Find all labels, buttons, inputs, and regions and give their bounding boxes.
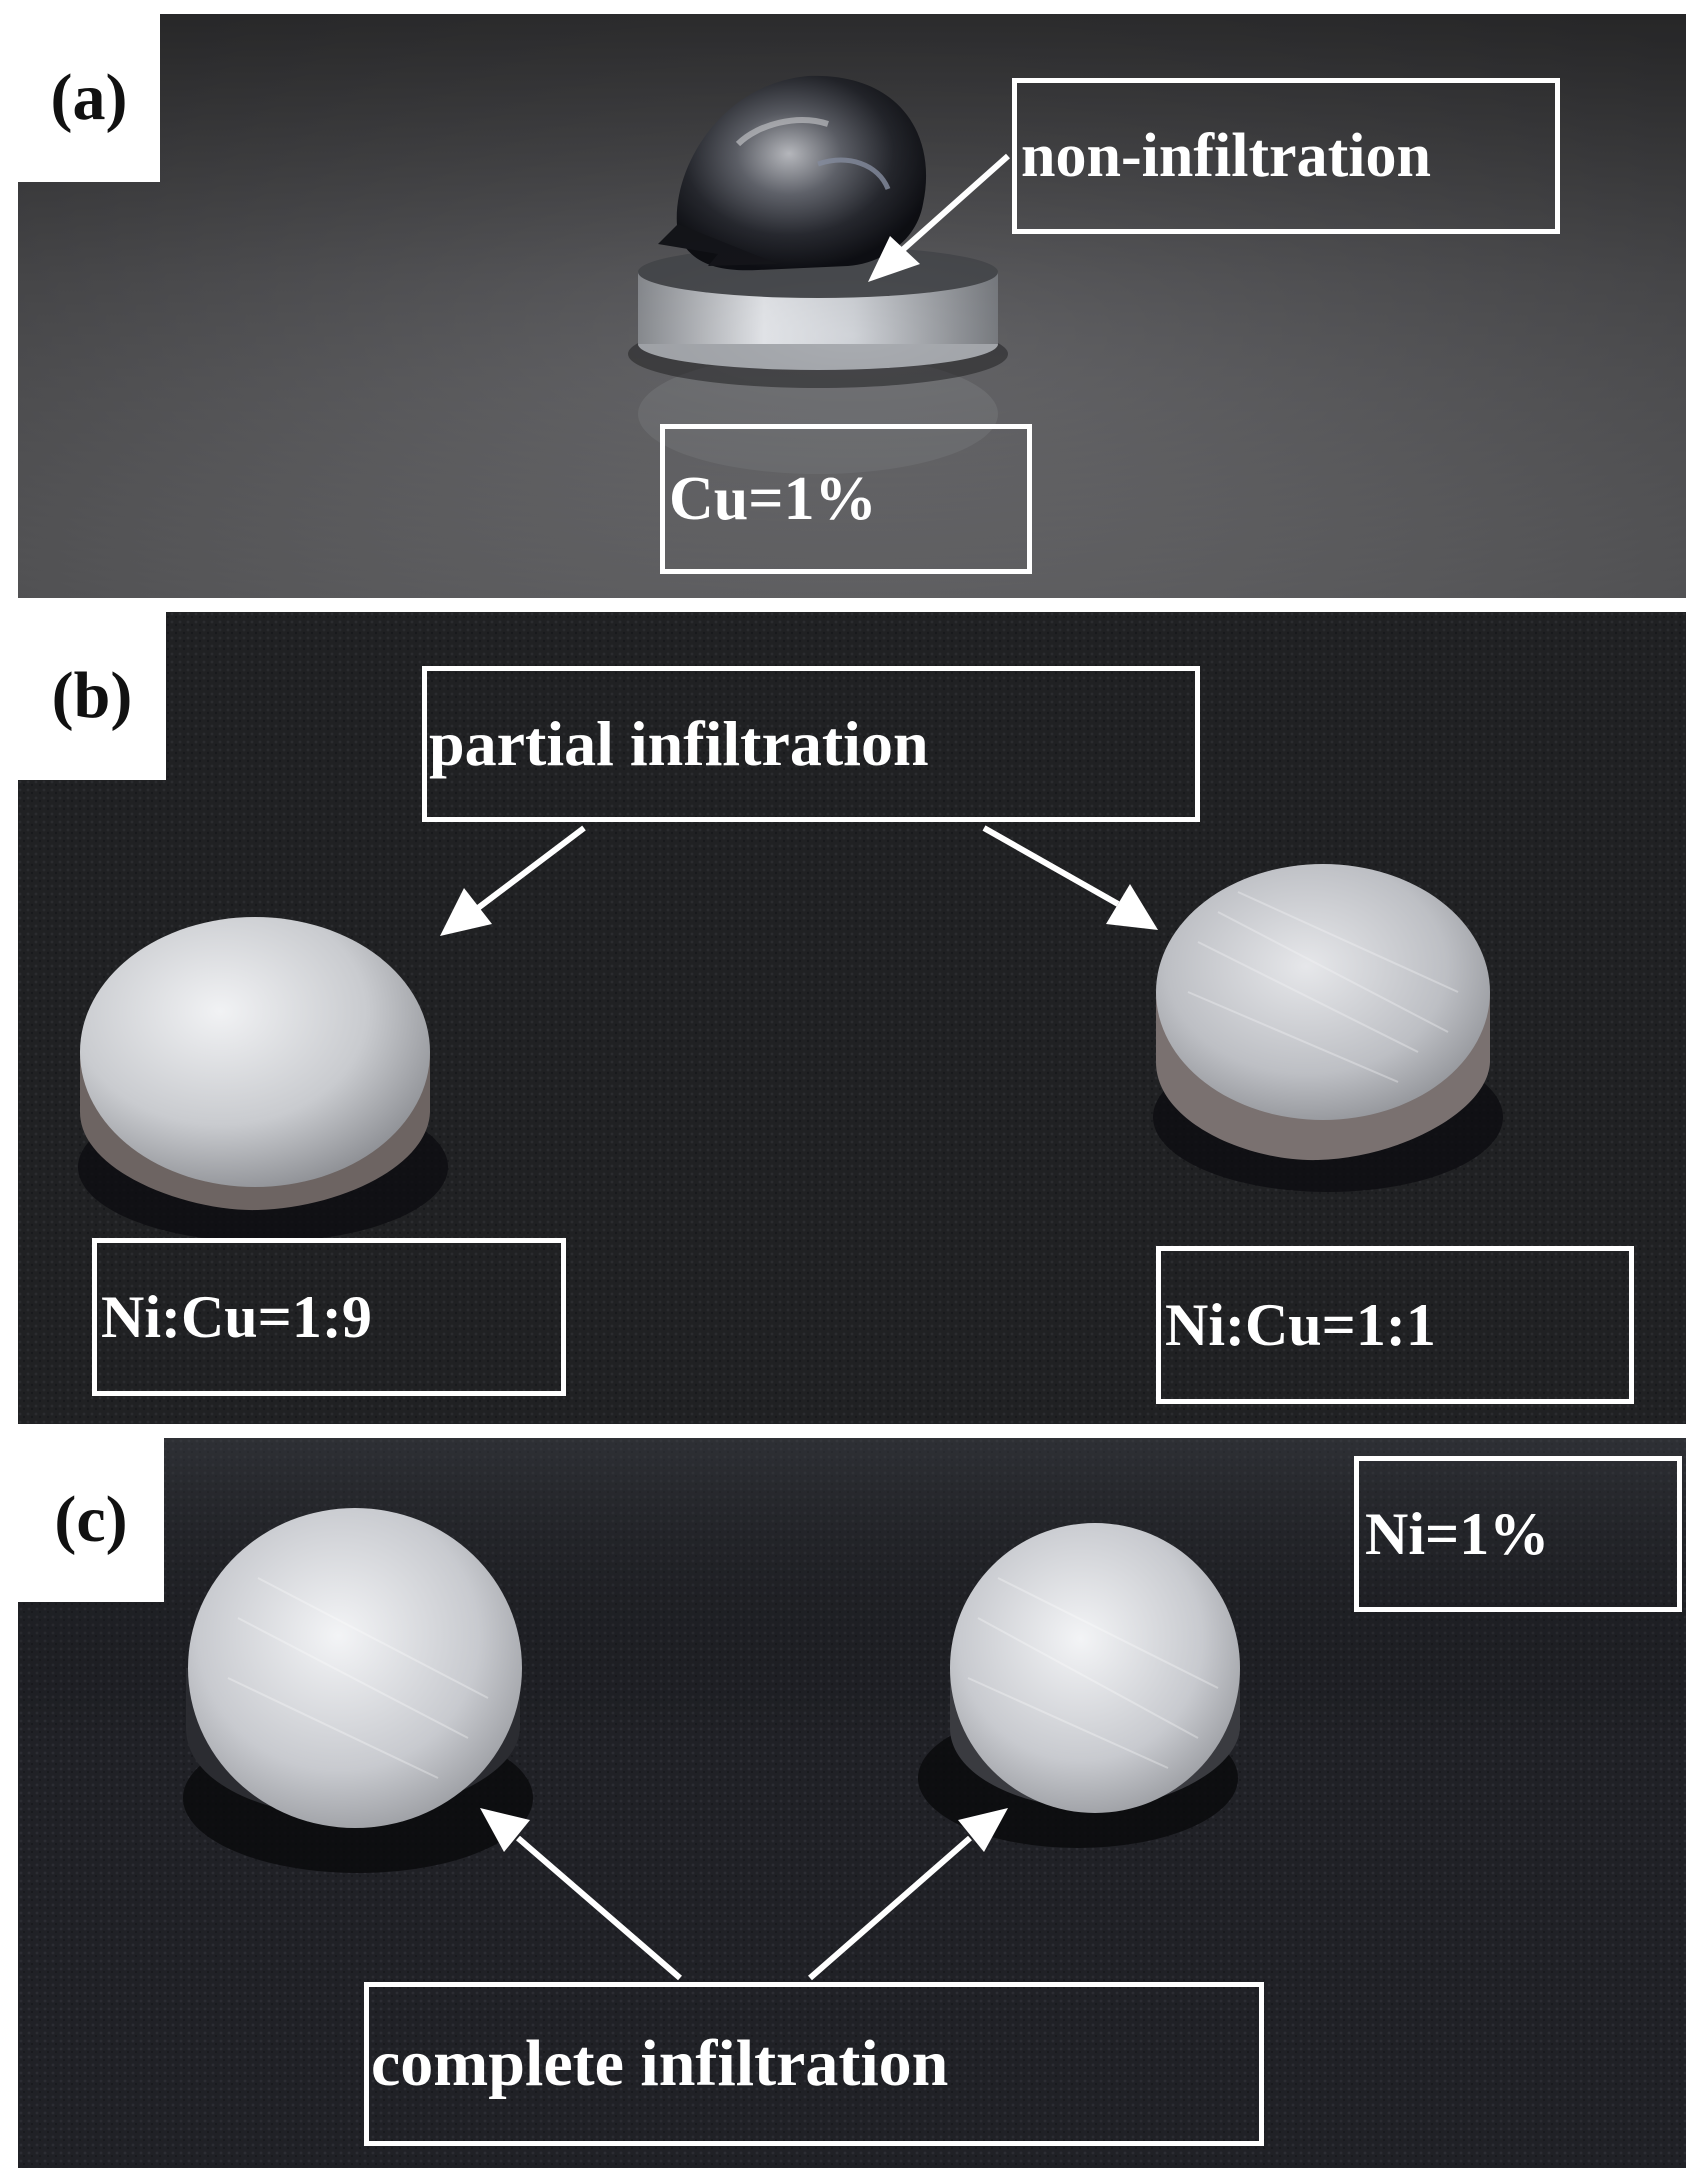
ni-composition-label: Ni=1% bbox=[1354, 1456, 1682, 1612]
panel-a-label: (a) bbox=[18, 14, 160, 182]
photo-a bbox=[18, 14, 1686, 598]
disc-c-right bbox=[950, 1523, 1240, 1813]
ni-cu-1-9-text: Ni:Cu=1:9 bbox=[101, 1283, 372, 1350]
partial-infiltration-text: partial infiltration bbox=[429, 708, 929, 779]
ni-cu-1-1-text: Ni:Cu=1:1 bbox=[1165, 1291, 1436, 1358]
panel-a: (a) non-infiltration Cu=1% bbox=[18, 14, 1686, 598]
ni-composition-text: Ni=1% bbox=[1365, 1500, 1550, 1567]
complete-infiltration-label: complete infiltration bbox=[364, 1982, 1264, 2146]
cu-composition-label: Cu=1% bbox=[660, 424, 1032, 574]
panel-b: (b) partial infiltration Ni:Cu=1:9 Ni:Cu… bbox=[18, 612, 1686, 1424]
ni-cu-1-1-label: Ni:Cu=1:1 bbox=[1156, 1246, 1634, 1404]
complete-infiltration-text: complete infiltration bbox=[371, 2027, 949, 2100]
disc-c-left bbox=[188, 1508, 522, 1828]
photo-b bbox=[18, 612, 1686, 1424]
cu-composition-text: Cu=1% bbox=[669, 464, 877, 533]
panel-b-label: (b) bbox=[18, 612, 166, 780]
panel-c: (c) Ni=1% complete infiltration bbox=[18, 1438, 1686, 2168]
disc-b-right bbox=[1156, 864, 1490, 1120]
non-infiltration-label: non-infiltration bbox=[1012, 78, 1560, 234]
non-infiltration-text: non-infiltration bbox=[1021, 121, 1431, 190]
partial-infiltration-label: partial infiltration bbox=[422, 666, 1200, 822]
photo-c bbox=[18, 1438, 1686, 2168]
disc-b-left bbox=[80, 917, 430, 1187]
panel-c-label: (c) bbox=[18, 1438, 164, 1602]
ni-cu-1-9-label: Ni:Cu=1:9 bbox=[92, 1238, 566, 1396]
